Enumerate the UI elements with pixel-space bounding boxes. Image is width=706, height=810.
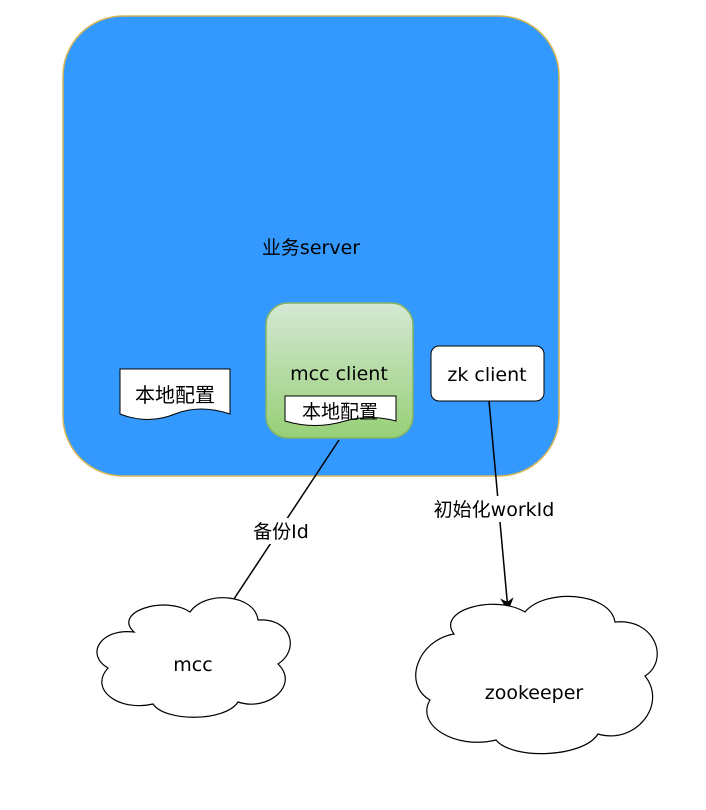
edge-init-workid: 初始化workId [425,400,563,612]
business-server-label: 业务server [262,237,360,259]
mcc-client-label: mcc client [290,363,388,385]
mcc-local-config-document: 本地配置 [284,395,397,426]
edge-backup-id: 备份Id [223,439,340,616]
mcc-cloud-label: mcc [173,654,212,676]
zookeeper-cloud-label: zookeeper [485,682,584,704]
mcc-local-config-label: 本地配置 [302,401,378,423]
edge-init-workid-label: 初始化workId [434,499,555,521]
mcc-cloud-node: mcc [96,597,291,718]
edge-backup-id-label: 备份Id [253,521,309,543]
local-config-document: 本地配置 [119,368,231,420]
zookeeper-cloud-node: zookeeper [415,595,658,755]
local-config-label: 本地配置 [135,383,215,407]
zk-client-label: zk client [447,364,526,386]
zk-client-node: zk client [430,345,545,402]
